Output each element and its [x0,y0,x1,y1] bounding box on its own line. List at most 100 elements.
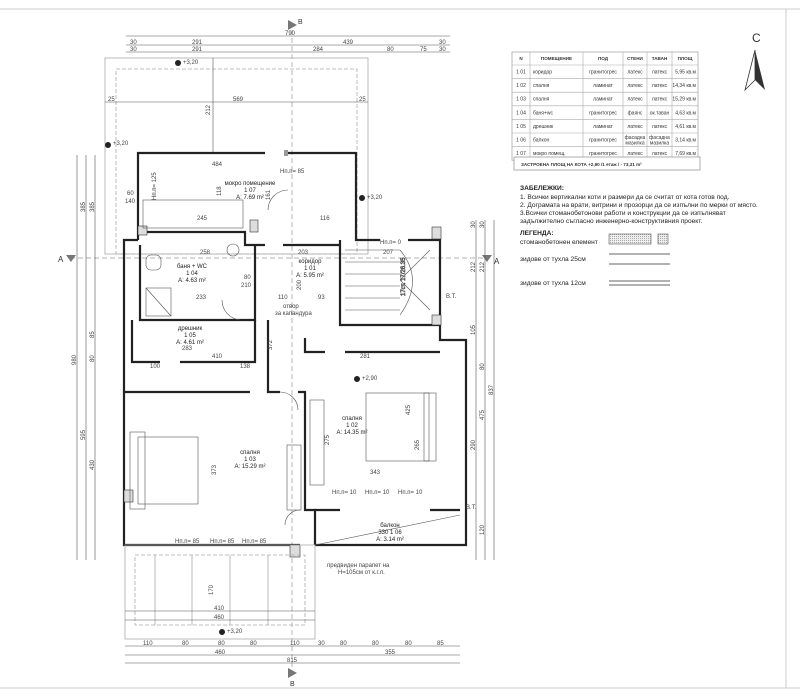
svg-text:430: 430 [90,459,96,470]
left-dimensions: 980 385 385 85 80 595 430 [72,155,96,560]
svg-text:80: 80 [340,641,347,647]
svg-text:85: 85 [90,331,96,338]
note-item: задължително съгласно инженерно-конструк… [520,218,703,225]
table-cell: гранитогрес [589,151,617,157]
svg-text:80: 80 [218,641,225,647]
svg-text:281: 281 [360,354,371,360]
table-header-cell: СТЕНИ [627,56,643,61]
svg-text:283: 283 [182,346,193,352]
svg-text:245: 245 [197,216,208,222]
table-cell: ламинат [593,124,613,130]
table-cell: 1 07 [516,151,526,157]
svg-text:1 05: 1 05 [184,333,196,339]
svg-text:85: 85 [437,641,444,647]
svg-text:980: 980 [72,354,78,365]
concrete-columns [123,219,442,558]
table-cell: фасадна [625,135,646,141]
svg-text:С: С [752,31,761,45]
built-area-text: ЗАСТРОЕНА ПЛОЩ НА КОТА +2,90 /1 етаж / -… [521,162,642,167]
svg-text:Нп.п= 85: Нп.п= 85 [175,539,200,545]
table-cell: ламинат [593,97,613,103]
svg-text:75: 75 [420,47,427,53]
svg-text:спалня: спалня [240,450,260,456]
section-b-bottom-arrow-icon [288,668,297,678]
svg-text:275: 275 [325,434,331,445]
svg-text:A: 4.61 m²: A: 4.61 m² [176,340,204,346]
bottom-dimensions: 110 80 80 80 110 30 80 80 80 85 460 355 … [125,641,460,664]
table-cell: 1 05 [516,124,526,130]
svg-text:1 01: 1 01 [304,266,316,272]
svg-text:25: 25 [108,97,115,103]
svg-text:203: 203 [298,250,309,256]
svg-text:120: 120 [480,524,486,535]
svg-text:Нп.п= 0: Нп.п= 0 [380,240,402,246]
table-cell: 15,29 кв.м [672,97,696,103]
svg-text:200: 200 [297,279,303,290]
svg-text:460: 460 [215,650,226,656]
table-cell: латекс [627,151,643,157]
table-cell: латекс [652,124,668,130]
table-cell: гранитогрес [589,110,617,116]
furniture [129,189,461,546]
room-balcony: балкон 330 1 06 A: 3.14 m² [376,523,404,543]
legend-concrete-swatch [608,233,652,245]
staircase: 17ст. 17/26.35 [345,249,431,316]
svg-text:410: 410 [214,606,225,612]
table-cell: 4,63 кв.м [675,110,696,116]
table-cell: 1 04 [516,110,526,116]
svg-text:258: 258 [200,250,211,256]
svg-text:1 03: 1 03 [244,457,256,463]
table-cell: латекс [652,83,668,89]
table-cell: 1 01 [516,70,526,76]
svg-text:460: 460 [214,615,225,621]
svg-text:110: 110 [278,295,288,301]
note-item: 1. Всички вертикални коти и размери да с… [520,194,730,201]
svg-text:Нп.п= 85: Нп.п= 85 [242,539,267,545]
table-cell: дрешник [533,124,554,130]
room-corridor: коридор 1 01 A: 5.95 m² [296,259,324,279]
table-cell: латекс [652,97,668,103]
table-cell: 1 02 [516,83,526,89]
svg-text:93: 93 [318,295,325,301]
legend-brick12-label: зидове от тухла 12см [520,280,586,287]
svg-text:330 1 06: 330 1 06 [378,530,402,536]
notes-title: ЗАБЕЛЕЖКИ: [520,185,564,192]
table-cell: 5,95 кв.м [675,70,696,76]
section-a-left-label: A [58,255,64,264]
svg-text:410: 410 [212,354,223,360]
svg-text:A: 7.69 m²: A: 7.69 m² [236,195,264,201]
svg-text:17ст. 17/26.35: 17ст. 17/26.35 [401,257,407,296]
svg-text:80: 80 [405,641,412,647]
svg-text:+3,20: +3,20 [367,195,383,201]
svg-text:за капандура: за капандура [275,311,313,317]
svg-text:233: 233 [196,295,207,301]
svg-text:В.Т.: В.Т. [446,294,457,300]
svg-text:212: 212 [471,261,477,272]
svg-text:290: 290 [471,439,477,450]
table-cell: латекс [627,124,643,130]
table-cell: латекс [627,83,643,89]
svg-text:25: 25 [359,97,366,103]
svg-text:баня + WC: баня + WC [177,264,208,270]
note-item: 3.Всички стоманобетонови работи и констр… [520,209,726,217]
table-cell: фаянс [628,110,643,116]
svg-text:355: 355 [385,650,396,656]
svg-text:170: 170 [209,584,215,595]
section-b-top-arrow-icon [288,20,297,30]
svg-text:80: 80 [387,47,394,53]
table-cell: ок.таван [650,110,670,116]
svg-text:207: 207 [383,250,394,256]
svg-text:A: 5.95 m²: A: 5.95 m² [296,273,324,279]
svg-text:A: 14.35 m²: A: 14.35 m² [336,430,367,436]
svg-text:118: 118 [217,186,223,196]
svg-text:815: 815 [287,658,298,664]
svg-text:1 04: 1 04 [186,271,198,277]
section-b-top-label: B [298,19,303,26]
svg-text:212: 212 [206,104,212,115]
svg-text:Нп.п= 10: Нп.п= 10 [332,490,357,496]
svg-text:837: 837 [489,384,495,395]
table-cell: фасадна [649,135,670,141]
svg-text:484: 484 [212,162,223,168]
table-header-cell: ПЛОЩ [678,56,693,61]
